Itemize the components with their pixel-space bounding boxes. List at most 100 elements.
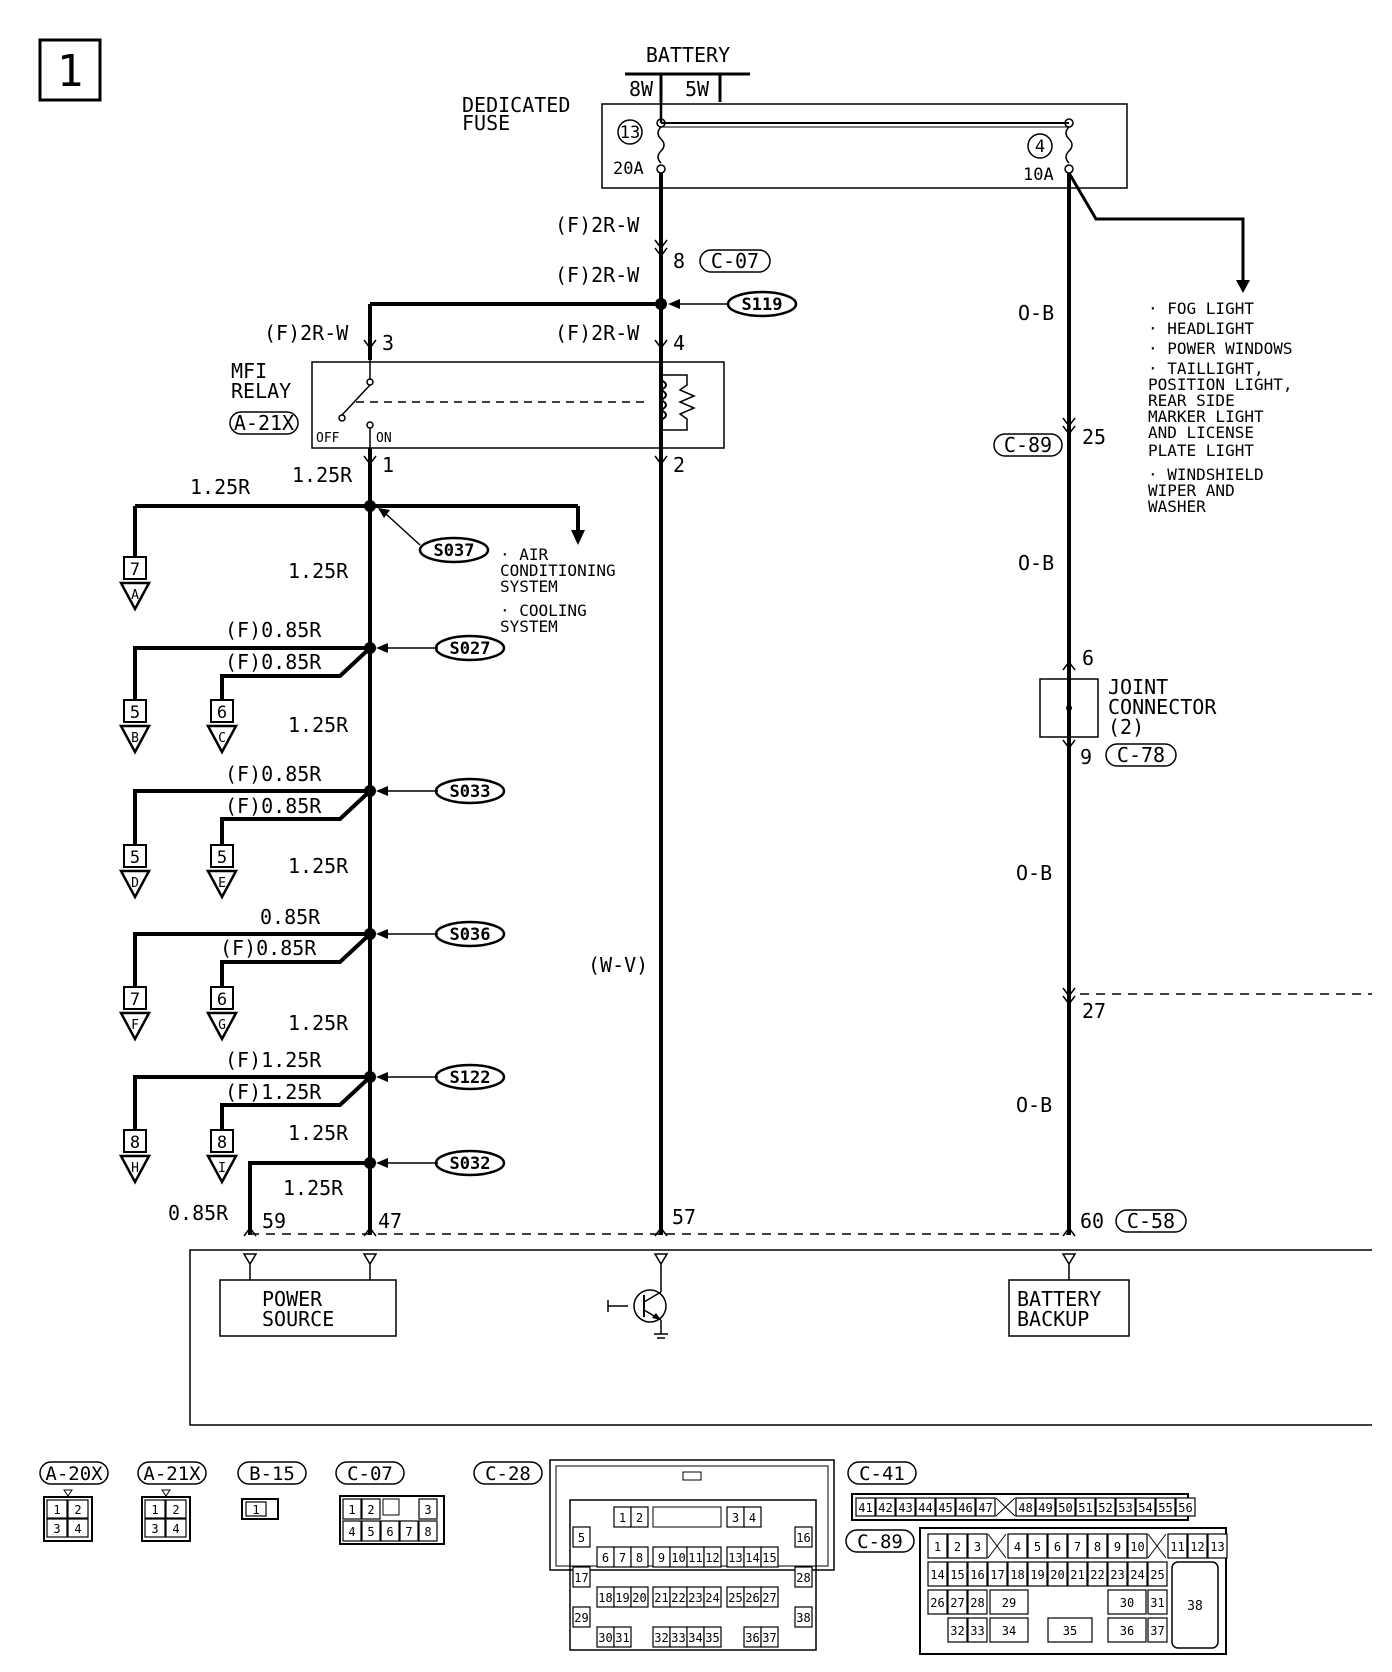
- c89-pin: 37: [1150, 1624, 1164, 1638]
- c28-pin: 9: [658, 1551, 665, 1565]
- c41-cell: [935, 1497, 956, 1517]
- c28-cell: [760, 1546, 779, 1568]
- c89-cell: [1007, 1561, 1028, 1587]
- c28-pin: 27: [762, 1591, 776, 1605]
- c89-pin: 4: [1014, 1540, 1021, 1554]
- c89-pin: 22: [1090, 1568, 1104, 1582]
- c28-pin: 3: [732, 1511, 739, 1525]
- legend-c89-label: C-89: [857, 1531, 903, 1553]
- legend-b15-label: B-15: [249, 1463, 295, 1485]
- branch-pin-box: [210, 986, 234, 1010]
- c41-pin: 52: [1098, 1501, 1112, 1515]
- connector-c58-label: C-58: [1127, 1209, 1175, 1233]
- branch-pin-number: 6: [217, 703, 227, 723]
- splice-s036-label: S036: [450, 925, 491, 945]
- fuse4-load-item: · FOG LIGHT: [1148, 299, 1254, 318]
- branch-letter: G: [218, 1018, 226, 1033]
- c41-pin: 51: [1078, 1501, 1092, 1515]
- c28-cell: [760, 1626, 779, 1648]
- splice-s122-label: S122: [450, 1068, 491, 1088]
- branch-pin-number: 8: [130, 1133, 140, 1153]
- battery-label: BATTERY: [646, 43, 730, 67]
- pin27-symbol: [1062, 987, 1076, 1006]
- c89-pin: 10: [1130, 1540, 1144, 1554]
- c07-pin: 6: [386, 1525, 393, 1539]
- c89-pin: 12: [1190, 1540, 1204, 1554]
- c89-pin: 20: [1050, 1568, 1064, 1582]
- fuse4-load-list: · FOG LIGHT· HEADLIGHT· POWER WINDOWS· T…: [1148, 299, 1293, 516]
- connector-c58-badge: [1115, 1209, 1187, 1233]
- c89-pin: 25: [1150, 1568, 1164, 1582]
- a21x-pin: 2: [172, 1503, 179, 1517]
- c41-pin: 48: [1018, 1501, 1032, 1515]
- relay-on-label: ON: [376, 431, 392, 446]
- c89-pin: 21: [1070, 1568, 1084, 1582]
- splice-s027-label: S027: [450, 639, 491, 659]
- c28-pin: 28: [796, 1571, 810, 1585]
- branch-pin-box: [210, 699, 234, 723]
- a20x-pin: 3: [53, 1522, 60, 1536]
- c28-pin: 16: [796, 1531, 810, 1545]
- c07-pin: 2: [367, 1503, 374, 1517]
- ecu-pin60-marker: [1061, 1253, 1077, 1266]
- c89-cell: [1167, 1533, 1188, 1559]
- branch-arrow: [118, 1154, 152, 1185]
- c28-pin: 21: [654, 1591, 668, 1605]
- c28-cell: [760, 1586, 779, 1608]
- branch-letter: D: [131, 876, 139, 891]
- fuse4-load-item: WASHER: [1148, 497, 1206, 516]
- c28-pin: 15: [762, 1551, 776, 1565]
- c89-cell: [947, 1533, 968, 1559]
- c28-pin: 26: [745, 1591, 759, 1605]
- branch-letter: C: [218, 731, 226, 746]
- pin-27: 27: [1082, 999, 1106, 1023]
- c28-cell: [630, 1546, 649, 1568]
- c89-cell: [1107, 1533, 1128, 1559]
- pin-57: 57: [672, 1205, 696, 1229]
- splice-s036-badge: [434, 920, 506, 948]
- a20x-cell: [46, 1499, 68, 1519]
- c28-pin: 19: [615, 1591, 629, 1605]
- splice-s119-label: S119: [742, 295, 783, 315]
- c28-pin: 25: [728, 1591, 742, 1605]
- c28-pin: 18: [598, 1591, 612, 1605]
- connector-c78-label: C-78: [1117, 743, 1165, 767]
- wire-label-125r-8: 1.25R: [283, 1176, 344, 1200]
- a21x-pin: 3: [151, 1522, 158, 1536]
- branch-terminal-b: 5B: [118, 699, 152, 755]
- c07-cell: [399, 1520, 419, 1542]
- branch-pin-number: 5: [130, 703, 140, 723]
- fuse4-element: [1065, 126, 1073, 164]
- c41-cell: [955, 1497, 976, 1517]
- branch-pin-number: 5: [130, 848, 140, 868]
- branch-terminal-i: 8I: [205, 1129, 239, 1185]
- branch-arrow: [205, 1154, 239, 1185]
- c89-pin: 33: [970, 1624, 984, 1638]
- branch-arrow: [118, 581, 152, 612]
- c28-pin: 8: [636, 1551, 643, 1565]
- fuse13-number-circle: [617, 119, 643, 145]
- branch-letter: B: [131, 731, 139, 746]
- c89-pin: 23: [1110, 1568, 1124, 1582]
- battery-backup-label-2: BACKUP: [1017, 1307, 1089, 1331]
- splice-s033-arrow: [376, 786, 388, 796]
- ac-load-list: · AIR CONDITIONING SYSTEM· COOLING SYSTE…: [500, 545, 616, 636]
- a21x-pin: 4: [172, 1522, 179, 1536]
- branch-arrow: [118, 1011, 152, 1042]
- c07-cell: [418, 1498, 438, 1520]
- c89-cell: [1067, 1561, 1088, 1587]
- a21x-cell: [144, 1518, 166, 1538]
- c89-pin: 13: [1210, 1540, 1224, 1554]
- c28-cell: [572, 1526, 591, 1548]
- c28-pin: 11: [688, 1551, 702, 1565]
- connector-c07-label: C-07: [711, 249, 759, 273]
- c89-cell: [1047, 1617, 1093, 1643]
- c28-pin: 29: [574, 1611, 588, 1625]
- c41-pin: 56: [1178, 1501, 1192, 1515]
- pin-8: 8: [673, 249, 685, 273]
- relay-resistor: [661, 374, 696, 431]
- c07-cell: [361, 1520, 381, 1542]
- c89-cell: [1007, 1533, 1028, 1559]
- c07-cell: [342, 1520, 362, 1542]
